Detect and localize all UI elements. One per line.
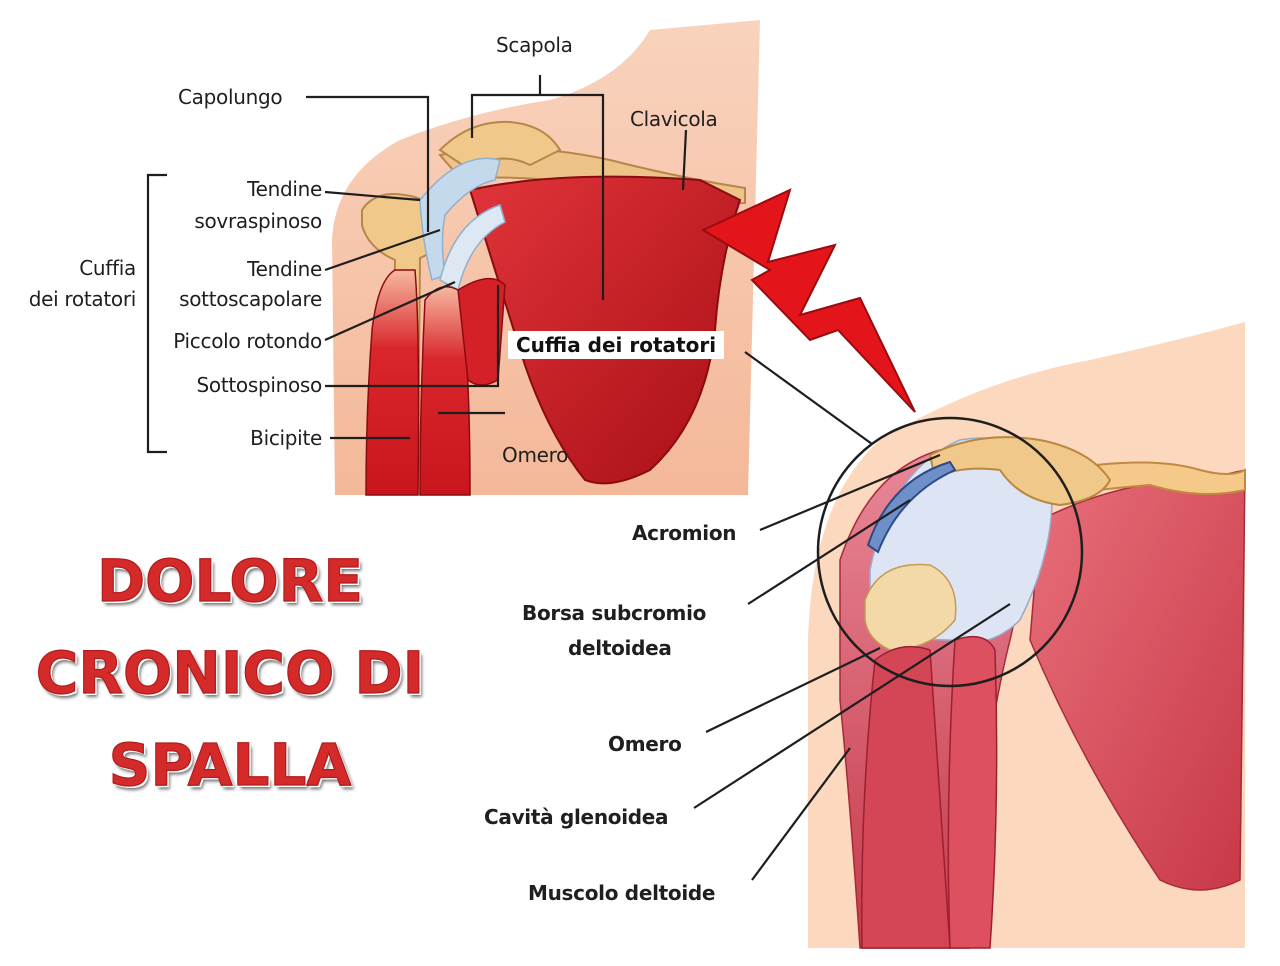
headline-line-3: SPALLA — [108, 731, 352, 799]
label-clavicola: Clavicola — [630, 107, 718, 131]
left-biceps-short — [419, 285, 471, 496]
right-biceps — [861, 645, 951, 949]
label-sottospinoso: Sottospinoso — [197, 373, 323, 397]
label-capolungo: Capolungo — [178, 85, 282, 109]
label-tendine-sovraspinoso-2: sovraspinoso — [194, 209, 322, 233]
left-tendon-strip — [439, 204, 506, 292]
right-shoulder-diagram — [808, 322, 1246, 949]
label-tendine-sovraspinoso-1: Tendine — [246, 177, 322, 201]
right-leader-lines — [693, 351, 1011, 881]
label-borsa-1: Borsa subcromio — [522, 601, 706, 625]
headline-line-1: DOLORE — [96, 547, 363, 615]
label-omero-right: Omero — [608, 732, 682, 756]
label-bicipite: Bicipite — [250, 426, 322, 450]
right-labels: Acromion Borsa subcromio deltoidea Omero… — [484, 521, 737, 905]
label-tendine-sottoscapolare-1: Tendine — [246, 257, 322, 281]
right-bursa — [866, 460, 957, 554]
headline-line-2: CRONICO DI — [35, 639, 425, 707]
lightning-bolt-icon — [700, 188, 916, 413]
left-shoulder-diagram — [332, 20, 760, 496]
right-pectoral-muscle — [1029, 469, 1246, 891]
label-tendine-sottoscapolare-2: sottoscapolare — [179, 287, 322, 311]
label-scapola: Scapola — [496, 33, 573, 57]
label-cuffia-1: Cuffia — [79, 256, 136, 280]
label-omero-left: Omero — [502, 443, 568, 467]
magnifier-circle — [816, 416, 1084, 688]
label-piccolo-rotondo: Piccolo rotondo — [173, 329, 322, 353]
left-leader-lines — [146, 75, 688, 454]
left-tendons — [419, 157, 501, 282]
label-cavita-glenoidea: Cavità glenoidea — [484, 805, 668, 829]
label-muscolo-deltoide: Muscolo deltoide — [528, 881, 715, 905]
label-cuffia-dei-rotatori: Cuffia dei rotatori — [508, 331, 725, 359]
left-labels: Scapola Capolungo Clavicola Tendine sovr… — [29, 33, 718, 467]
right-biceps-short — [947, 635, 998, 949]
label-cuffia-2: dei rotatori — [29, 287, 136, 311]
label-borsa-2: deltoidea — [568, 636, 672, 660]
label-acromion: Acromion — [632, 521, 736, 545]
right-humerus-head — [864, 563, 957, 651]
